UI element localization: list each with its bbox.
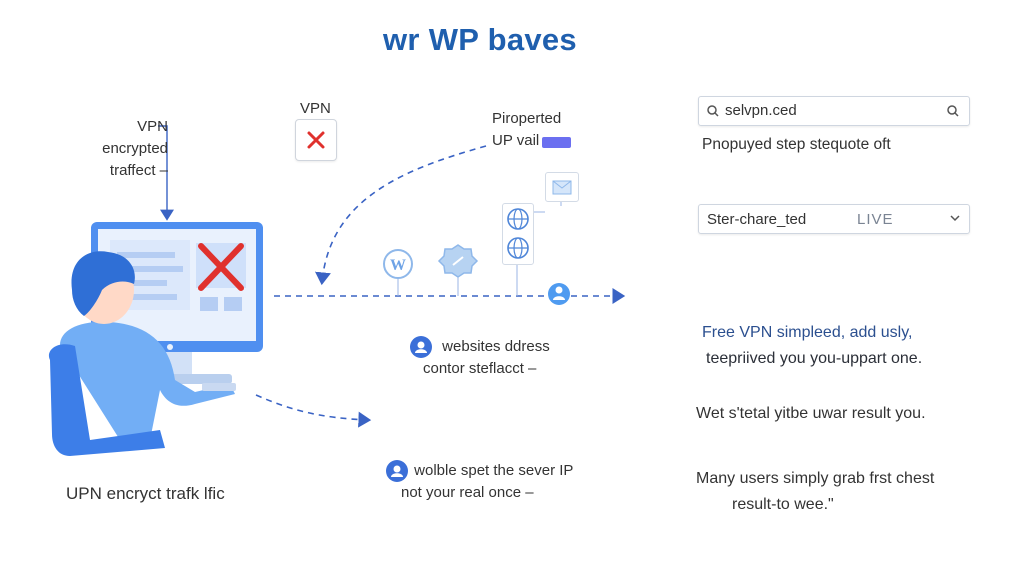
monitor-illustration [91, 222, 263, 384]
para-line: result-to wee." [732, 496, 834, 513]
page-title: wr WP baves [383, 22, 577, 57]
vpn-encrypted-label: VPN encrypted traffect – [86, 116, 168, 182]
search-icon [707, 105, 719, 117]
proxy-label: Piroperted UP vail [492, 108, 561, 152]
globe-icon [507, 208, 529, 259]
close-icon [307, 131, 325, 149]
search-submit-icon[interactable] [945, 103, 961, 119]
mail-box[interactable] [545, 172, 579, 202]
blocked-box[interactable] [295, 119, 337, 161]
dropdown-value: Ster-chare_ted [707, 211, 807, 228]
badge-icon [437, 244, 479, 278]
mail-icon [552, 180, 572, 195]
websites-address-label: websites ddress contor steflacct – [410, 336, 550, 380]
wordpress-icon: W [383, 249, 413, 279]
label-line: VPN [137, 118, 168, 135]
bottom-caption: UPN encryct trafk lfic [66, 484, 225, 503]
chevron-down-icon [950, 215, 960, 222]
right-paragraph-2: Wet s'tetal yitbe uwar result you. [696, 405, 926, 422]
step-text: Pnopuyed step stequote oft [702, 136, 891, 153]
right-paragraph-1: Free VPN simpleed, add usly, teepriived … [702, 320, 922, 372]
lower-dashed-arrow [255, 394, 372, 428]
label-line: Piroperted [492, 110, 562, 127]
label-line: wolble spet the sever IP [414, 462, 574, 479]
search-value: selvpn.ced [725, 102, 797, 119]
user-node-icon [548, 283, 570, 305]
user-icon [386, 460, 408, 483]
label-line: websites ddress [442, 338, 550, 355]
curved-dashed-arrow [314, 145, 487, 286]
server-ip-label: wolble spet the sever IP not your real o… [386, 460, 573, 504]
left-arrow [158, 125, 174, 221]
para-line: teepriived you you-uppart one. [706, 350, 923, 367]
para-line: Free VPN simpleed, add usly, [702, 324, 913, 341]
right-paragraph-3: Many users simply grab frst chest result… [696, 466, 934, 518]
para-line: Many users simply grab frst chest [696, 470, 935, 487]
label-line: traffect – [109, 162, 168, 179]
label-line: encrypted [102, 140, 168, 157]
label-line: contor steflacct – [423, 360, 537, 378]
user-icon [410, 336, 432, 359]
svg-text:W: W [390, 257, 406, 274]
label-line: UP vail [492, 132, 540, 149]
user-illustration [48, 251, 236, 456]
search-field[interactable]: selvpn.ced [698, 96, 970, 126]
proxy-tag-badge [542, 137, 571, 148]
vpn-label: VPN [300, 100, 331, 117]
server-dropdown[interactable]: Ster-chare_ted LIVE [698, 204, 970, 234]
globe-box[interactable] [502, 203, 534, 265]
status-badge: LIVE [857, 211, 894, 228]
label-line: not your real once – [401, 484, 534, 502]
error-x-icon [198, 243, 244, 291]
